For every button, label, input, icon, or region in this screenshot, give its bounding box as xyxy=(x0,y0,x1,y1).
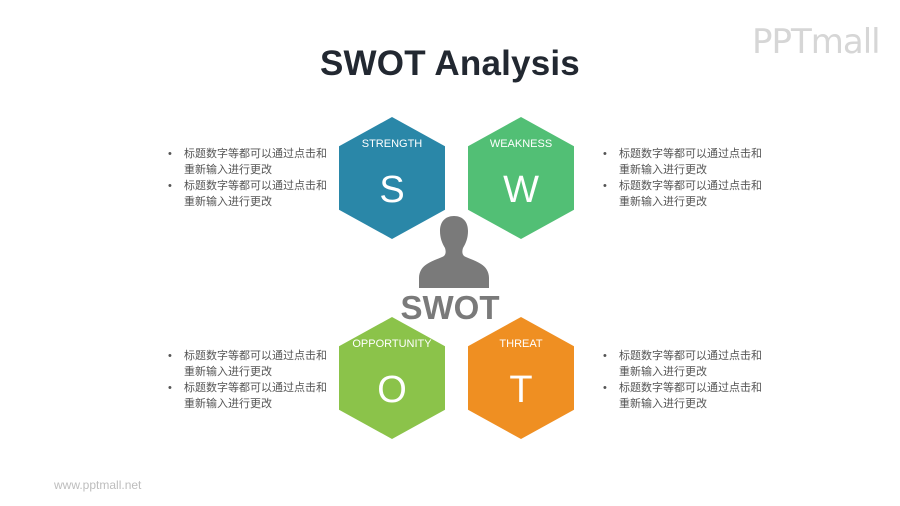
bullet-item: 标题数字等都可以通过点击和重新输入进行更改 xyxy=(168,380,328,412)
hex-threat: THREAT T xyxy=(468,317,574,439)
hex-weakness: WEAKNESS W xyxy=(468,117,574,239)
center-label: SWOT xyxy=(400,289,500,326)
bullet-list-opportunity: 标题数字等都可以通过点击和重新输入进行更改 标题数字等都可以通过点击和重新输入进… xyxy=(168,348,328,412)
footer-url: www.pptmall.net xyxy=(54,478,142,492)
bullet-item: 标题数字等都可以通过点击和重新输入进行更改 xyxy=(168,178,328,210)
bullet-item: 标题数字等都可以通过点击和重新输入进行更改 xyxy=(603,380,763,412)
bullet-item: 标题数字等都可以通过点击和重新输入进行更改 xyxy=(168,146,328,178)
hex-letter: W xyxy=(503,169,539,211)
brand-logo: PPTmall xyxy=(752,22,881,62)
hex-letter: O xyxy=(377,369,407,411)
page-title: SWOT Analysis xyxy=(320,44,580,83)
bullet-list-threat: 标题数字等都可以通过点击和重新输入进行更改 标题数字等都可以通过点击和重新输入进… xyxy=(603,348,763,412)
hex-label: OPPORTUNITY xyxy=(352,338,432,350)
person-icon xyxy=(419,216,489,288)
bullet-list-weakness: 标题数字等都可以通过点击和重新输入进行更改 标题数字等都可以通过点击和重新输入进… xyxy=(603,146,763,210)
bullet-item: 标题数字等都可以通过点击和重新输入进行更改 xyxy=(168,348,328,380)
hex-label: WEAKNESS xyxy=(489,138,553,150)
bullet-item: 标题数字等都可以通过点击和重新输入进行更改 xyxy=(603,146,763,178)
hex-label: THREAT xyxy=(499,338,543,350)
hex-opportunity: OPPORTUNITY O xyxy=(339,317,445,439)
hex-label: STRENGTH xyxy=(361,138,423,150)
hex-letter: S xyxy=(379,169,405,211)
hex-letter: T xyxy=(509,369,533,411)
bullet-list-strength: 标题数字等都可以通过点击和重新输入进行更改 标题数字等都可以通过点击和重新输入进… xyxy=(168,146,328,210)
bullet-item: 标题数字等都可以通过点击和重新输入进行更改 xyxy=(603,178,763,210)
bullet-item: 标题数字等都可以通过点击和重新输入进行更改 xyxy=(603,348,763,380)
hex-strength: STRENGTH S xyxy=(339,117,445,239)
